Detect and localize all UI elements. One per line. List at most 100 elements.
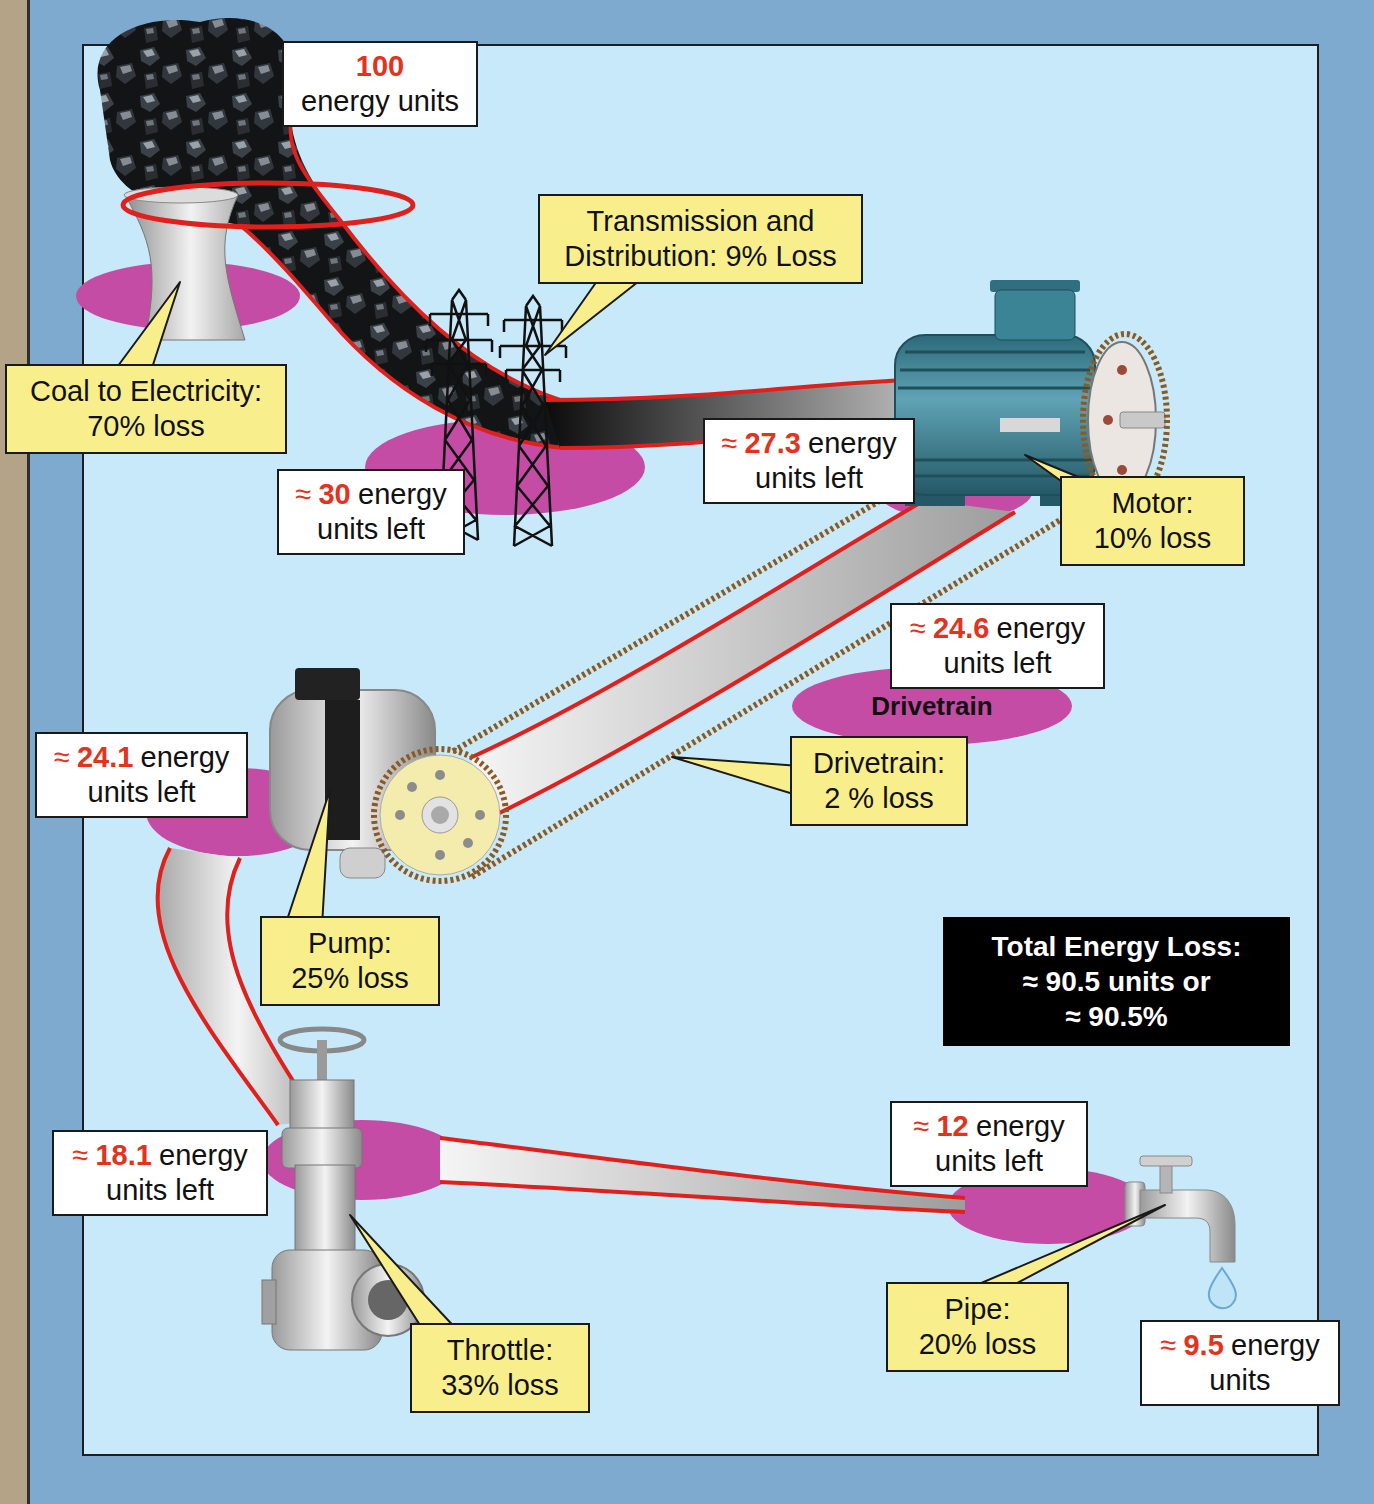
label-text: 70% loss [17, 409, 275, 444]
hub [422, 797, 458, 833]
band-edge [240, 225, 565, 448]
approx-sign: ≈ [295, 478, 311, 510]
callout-pointer [672, 757, 800, 796]
label-text: Pipe: [898, 1292, 1057, 1327]
hub-bore [431, 806, 449, 824]
energy-band [440, 1138, 965, 1212]
stage-ellipse [262, 1120, 462, 1200]
approx-sign: ≈ [72, 1139, 88, 1171]
label-text: 10% loss [1072, 521, 1233, 556]
name-plate [1000, 418, 1060, 432]
value-box: ≈27.3energy units left [703, 418, 915, 504]
valve-bonnet [282, 1128, 362, 1168]
pump [270, 668, 506, 881]
label-text: Total Energy Loss: [955, 929, 1278, 964]
frame [28, 0, 1374, 1504]
value-box: ≈9.5energy units [1140, 1320, 1340, 1406]
label-text: Throttle: [422, 1333, 578, 1368]
energy-value: 24.6 [933, 612, 989, 644]
pulley-hole [463, 838, 473, 848]
pylon [500, 296, 566, 546]
pulley-hole [407, 782, 417, 792]
motor [895, 280, 1167, 506]
approx-sign: ≈ [910, 612, 926, 644]
frame-edge [27, 0, 30, 1504]
shaft [1120, 412, 1165, 428]
water-drop [1209, 1268, 1236, 1308]
callout-box: Transmission and Distribution: 9% Loss [538, 194, 863, 284]
label-text: Drivetrain [871, 691, 992, 722]
faucet-spout [1140, 1190, 1235, 1262]
bolt [1103, 415, 1113, 425]
label-text: energy units [1209, 1329, 1319, 1396]
callout-box: Throttle:33% loss [410, 1323, 590, 1413]
value-box: ≈24.6energy units left [890, 603, 1105, 689]
valve-stem [317, 1040, 327, 1085]
value-box: 100energy units [282, 41, 478, 127]
pulley [380, 755, 500, 875]
value-box: ≈18.1energy units left [52, 1130, 268, 1216]
valve-flange [262, 1280, 276, 1324]
band-edge [290, 110, 560, 400]
value-box: ≈24.1energy units left [35, 732, 248, 818]
bolt [1117, 465, 1127, 475]
callout-pointer [285, 790, 330, 926]
callout-box: Pump:25% loss [260, 916, 440, 1006]
callout-pointer [112, 282, 180, 374]
belt-line [470, 505, 1085, 878]
callout-box: Pipe:20% loss [886, 1282, 1069, 1372]
pulley-hole [395, 810, 405, 820]
panel [83, 45, 1318, 1455]
band-edge [440, 1182, 965, 1212]
energy-value: 30 [318, 478, 350, 510]
throttle-valve [262, 1029, 424, 1350]
label-text: energy units [292, 84, 468, 119]
value-box: ≈12energy units left [890, 1101, 1088, 1187]
callout-box: Motor:10% loss [1060, 476, 1245, 566]
callout-box: Coal to Electricity:70% loss [5, 364, 287, 454]
red-ring [123, 183, 413, 227]
label-text: ≈ 90.5 units or ≈ 90.5% [1016, 964, 1218, 1034]
faucet [1125, 1156, 1236, 1308]
junction-box [995, 290, 1075, 340]
label-text: 25% loss [272, 961, 428, 996]
callout-pointer [960, 1205, 1165, 1292]
callout-pointer [350, 1215, 460, 1333]
valve-body [295, 1165, 355, 1255]
band-edge [545, 380, 905, 400]
label-text: Motor: [1072, 486, 1233, 521]
label-text: Transmission and Distribution: 9% Loss [550, 204, 851, 274]
approx-sign: ≈ [913, 1110, 929, 1142]
total-box: Total Energy Loss:≈ 90.5 units or ≈ 90.5… [943, 917, 1290, 1046]
valve-yoke [290, 1080, 354, 1130]
pump-band [325, 700, 360, 840]
pump-outlet [340, 848, 385, 878]
label-text: Coal to Electricity: [17, 374, 275, 409]
motor-fins [898, 352, 1092, 476]
value-box: ≈30energy units left [277, 469, 465, 555]
energy-value: 24.1 [77, 741, 133, 773]
approx-sign: ≈ [721, 427, 737, 459]
energy-value: 100 [292, 49, 468, 84]
label-text: 20% loss [898, 1327, 1057, 1362]
approx-sign: ≈ [1160, 1329, 1176, 1361]
bolt [1117, 365, 1127, 375]
energy-value: 12 [936, 1110, 968, 1142]
belt-loop [374, 749, 506, 881]
pulley-hole [475, 810, 485, 820]
energy-value: 18.1 [95, 1139, 151, 1171]
label-text: 2 % loss [802, 781, 956, 816]
faucet-handle [1140, 1156, 1192, 1166]
callout-box: Drivetrain:2 % loss [790, 736, 968, 826]
energy-value: 27.3 [744, 427, 800, 459]
approx-sign: ≈ [54, 741, 70, 773]
band-edge [440, 1138, 965, 1198]
pulley-hole [435, 850, 445, 860]
label-text: Drivetrain: [802, 746, 956, 781]
pump-connector [295, 668, 360, 700]
faucet-stem [1160, 1165, 1172, 1193]
label-text: Pump: [272, 926, 428, 961]
label-text: 33% loss [422, 1368, 578, 1403]
